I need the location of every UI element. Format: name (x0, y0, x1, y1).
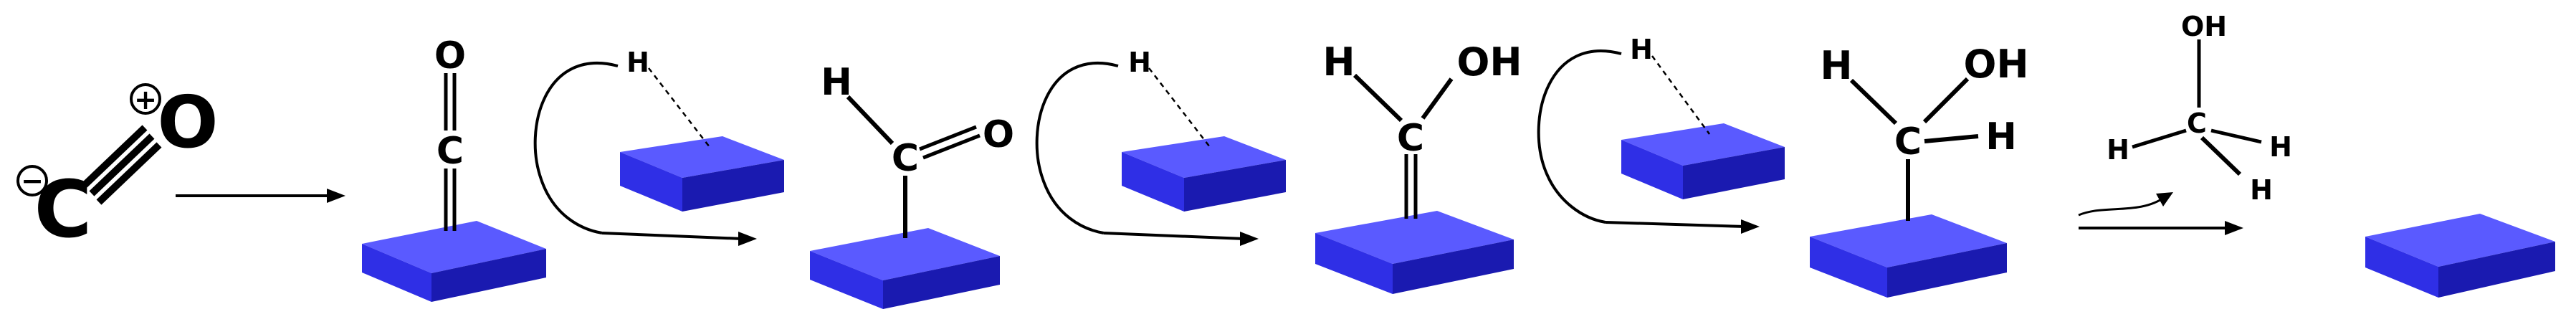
free-carbon-monoxide: C O − + (16, 80, 219, 255)
methanol-hydrogen-right: H (2269, 131, 2292, 163)
adsorbed-co-carbon: C (437, 130, 464, 173)
co-oxygen-label: O (157, 80, 218, 164)
methanol-hydroxyl: OH (2181, 11, 2227, 42)
incoming-h-label-3: H (1630, 34, 1653, 65)
methanol-product: OH C H H H (2107, 11, 2292, 206)
methanol-carbon: C (2187, 108, 2207, 139)
minus-charge-circle (16, 165, 48, 196)
minus-charge-label: − (21, 165, 44, 196)
co-carbon-label: C (34, 163, 92, 255)
reaction-arrow-adsorption (176, 189, 345, 203)
hydrogen-transfer-2: H (1035, 47, 1286, 246)
hydroxymethyl-carbon: C (1894, 120, 1922, 163)
desorption-arrow (2078, 192, 2243, 235)
adsorbed-formyl: H C O (821, 61, 1014, 238)
surface-slab-final (2365, 214, 2555, 298)
hydrogen-transfer-1: H (533, 47, 784, 246)
hydroxymethylene-carbon: C (1397, 117, 1424, 160)
formyl-carbon: C (892, 137, 919, 180)
hydroxymethyl-hydrogen-left: H (1820, 43, 1852, 88)
hydroxymethyl-hydrogen-right: H (1985, 115, 2017, 158)
surface-slab-3 (810, 228, 1000, 309)
formyl-oxygen: O (983, 113, 1014, 156)
surface-slab-2 (362, 221, 546, 302)
incoming-h-label-2: H (1128, 47, 1151, 78)
incoming-h-label-1: H (626, 47, 649, 78)
adsorbed-co: O C (434, 34, 466, 231)
adsorbed-hydroxymethylene: H OH C (1322, 39, 1522, 219)
hydroxymethylene-hydrogen: H (1322, 39, 1355, 85)
adsorbed-hydroxymethyl: H OH C H (1820, 42, 2029, 221)
hydrogen-transfer-3: H (1537, 34, 1785, 234)
adsorbed-co-oxygen: O (434, 34, 466, 77)
plus-charge-circle (130, 83, 161, 115)
methanol-hydrogen-left: H (2107, 134, 2129, 166)
hydroxymethylene-hydroxyl: OH (1456, 39, 1522, 85)
methanol-hydrogen-bottom: H (2250, 174, 2273, 206)
plus-charge-label: + (134, 84, 157, 115)
hydroxymethyl-hydroxyl: OH (1963, 42, 2028, 87)
formyl-hydrogen: H (821, 61, 852, 104)
surface-slab-4 (1315, 211, 1514, 294)
surface-slab-5 (1810, 214, 2007, 298)
